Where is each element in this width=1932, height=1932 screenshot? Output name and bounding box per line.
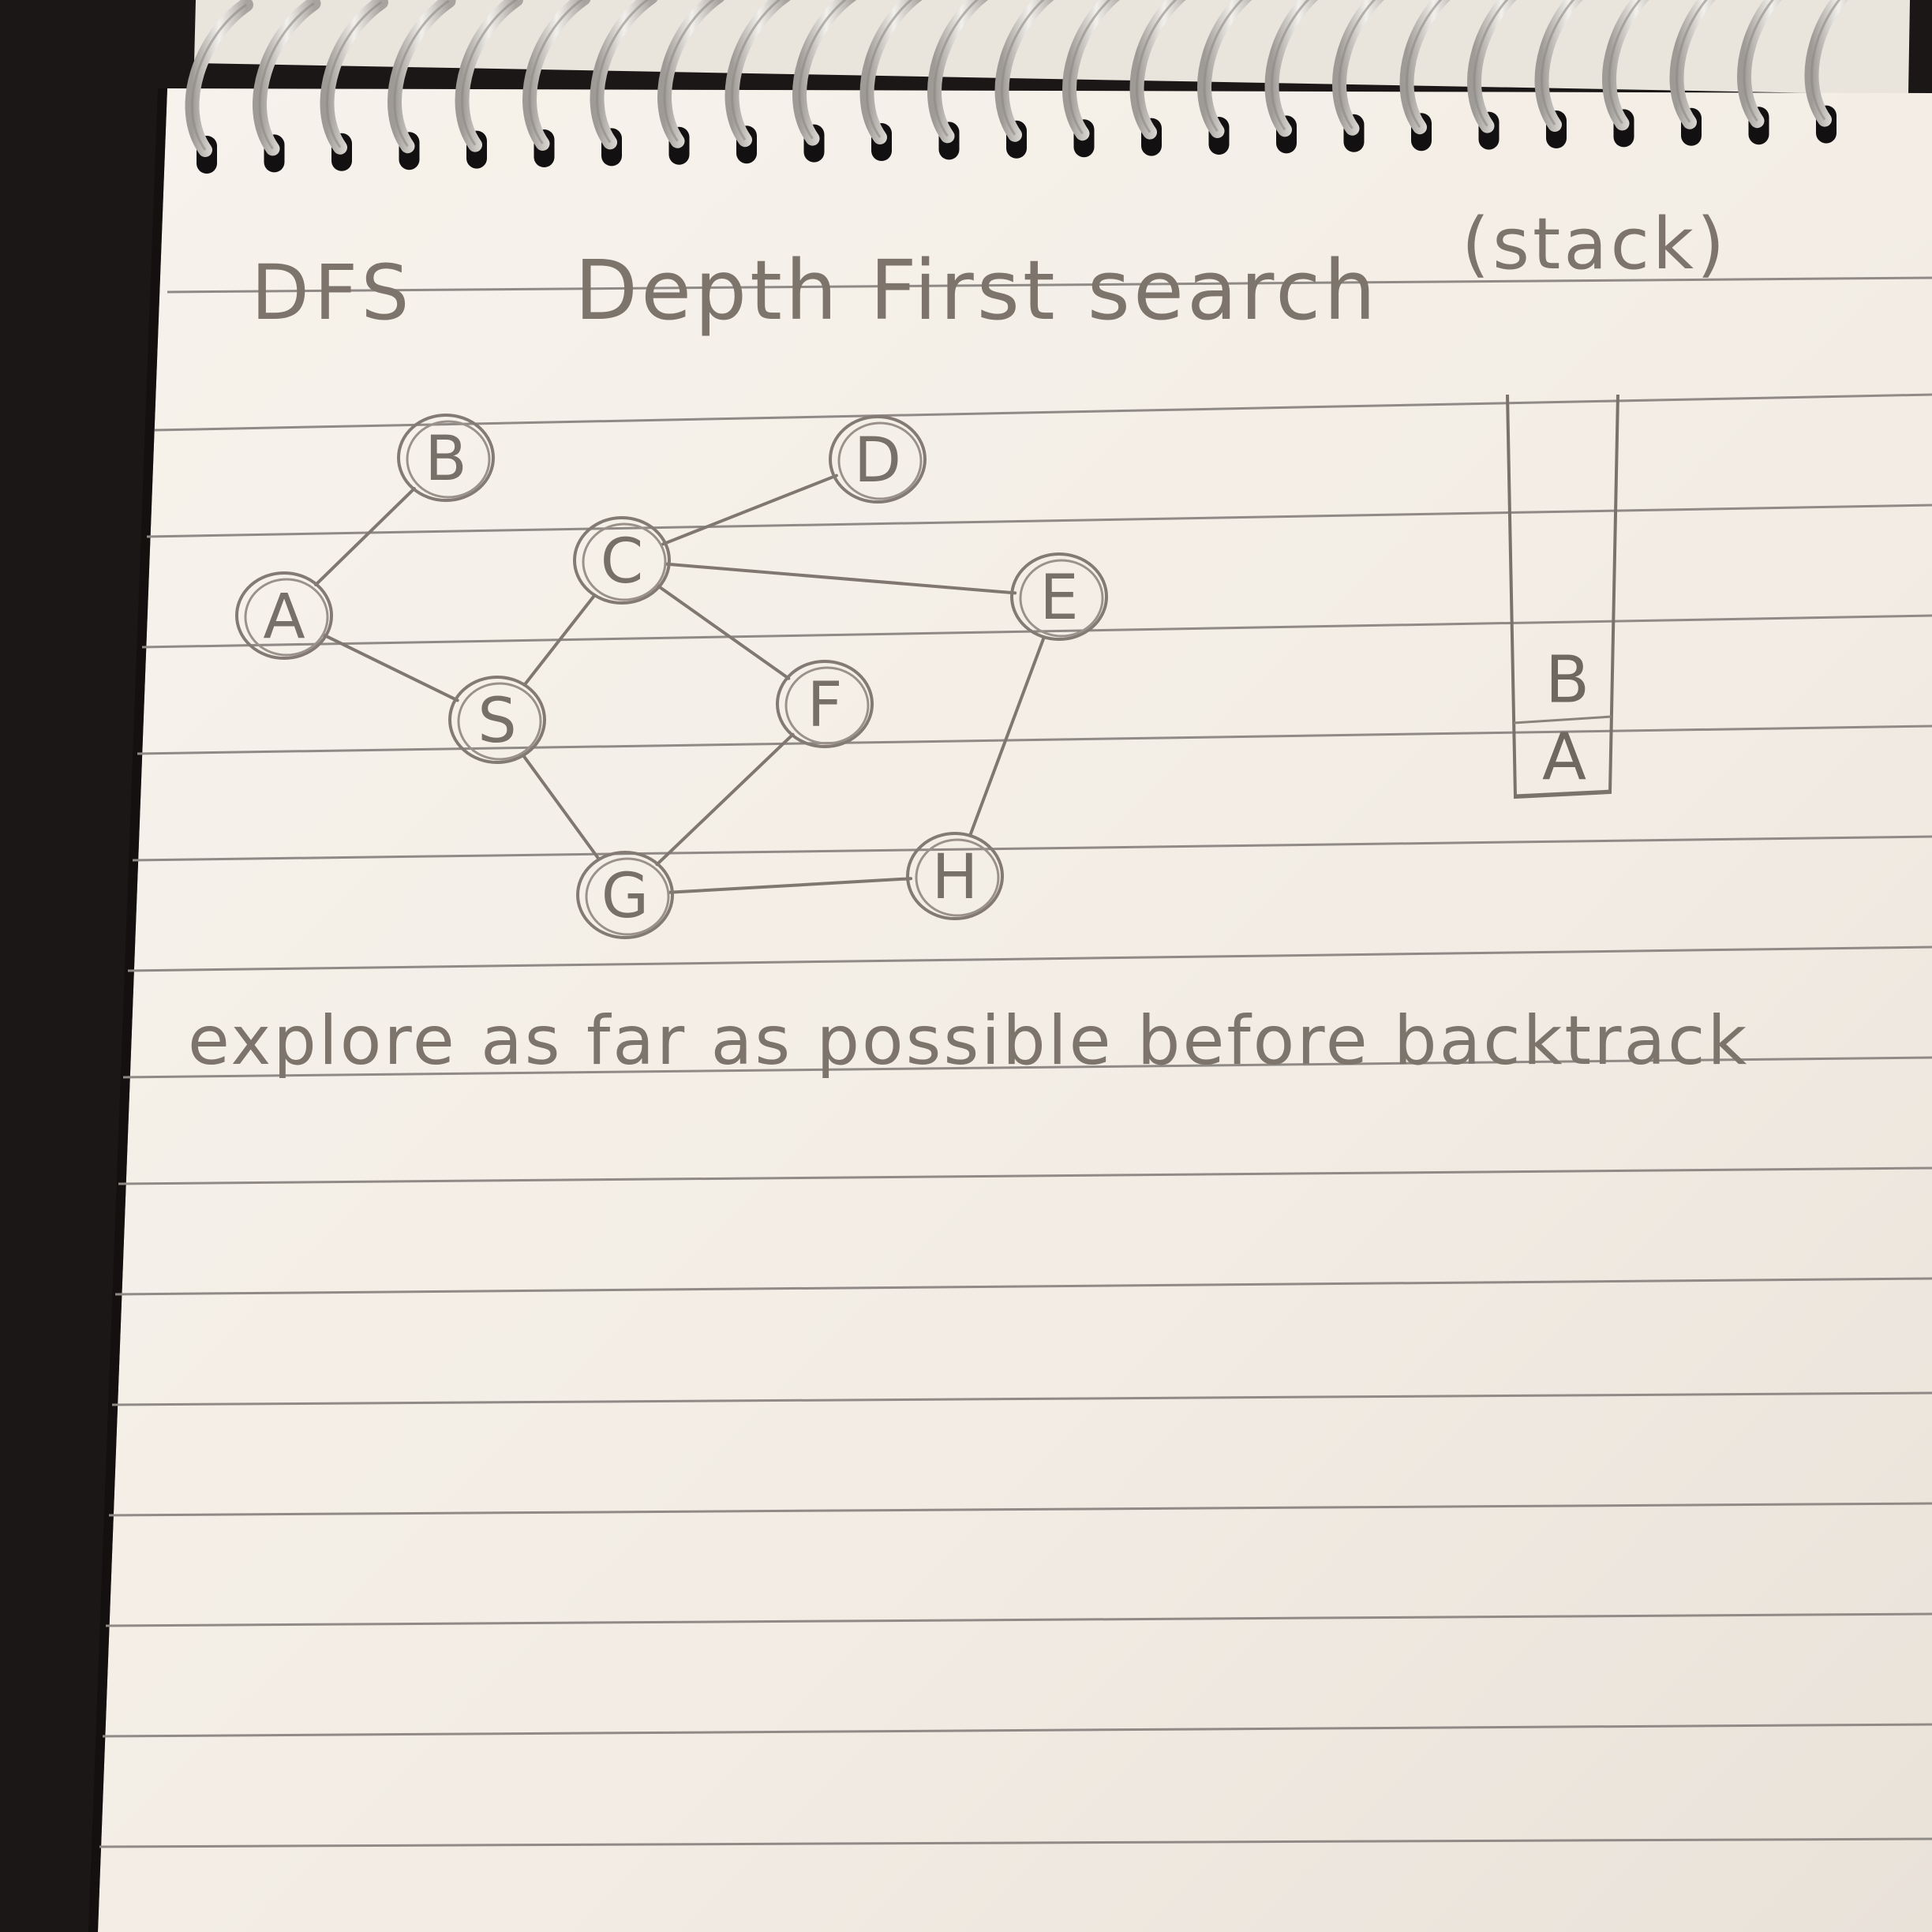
node-C: C	[573, 516, 671, 605]
stack-base	[1515, 789, 1612, 797]
stack-item-bottom: A	[1542, 721, 1586, 796]
node-A-circle	[235, 571, 333, 660]
edge-A-S	[322, 633, 459, 702]
graph-edges	[314, 474, 1046, 894]
node-S-circle	[448, 676, 546, 764]
ruled-line	[108, 1502, 1932, 1517]
ruled-line	[122, 1056, 1932, 1079]
ruled-lines	[99, 276, 1932, 1848]
node-H: H	[906, 832, 1004, 920]
edge-C-E	[664, 562, 1017, 595]
node-G-circle	[576, 851, 674, 939]
ruled-line	[127, 945, 1932, 972]
edge-C-F	[656, 584, 791, 680]
notebook-page	[98, 88, 1932, 1932]
node-G: G	[576, 851, 674, 939]
node-E-label: E	[1039, 563, 1078, 634]
edge-E-H	[968, 636, 1046, 837]
node-F-label: F	[807, 670, 843, 741]
ruled-line	[137, 724, 1932, 755]
node-G-label: G	[601, 861, 649, 932]
ruled-line	[102, 1723, 1932, 1738]
stack-diagram: B A	[1506, 394, 1619, 799]
node-S-label: S	[477, 686, 517, 757]
ruled-line	[146, 504, 1932, 538]
node-E: E	[1010, 552, 1108, 641]
spiral-binding	[185, 0, 1848, 157]
node-H-label: H	[932, 842, 979, 913]
edge-C-D	[661, 474, 838, 546]
ruled-line	[105, 1612, 1932, 1627]
node-D-circle	[829, 415, 927, 504]
edge-A-B	[314, 487, 416, 586]
node-B-circle	[397, 414, 495, 502]
ruled-line	[141, 614, 1932, 649]
stack-container	[1506, 394, 1619, 799]
heading-title: Depth First search	[575, 242, 1379, 339]
node-B-label: B	[425, 424, 467, 495]
node-A-label: A	[263, 582, 305, 653]
node-F: F	[776, 660, 874, 748]
node-C-label: C	[601, 526, 643, 597]
edge-S-C	[522, 593, 597, 687]
node-E-circle	[1010, 552, 1108, 641]
node-B: B	[397, 414, 495, 502]
graph-nodes: A B C D E S F G H	[235, 414, 1108, 939]
ruled-line	[132, 835, 1932, 862]
edge-S-G	[522, 754, 601, 861]
node-S: S	[448, 676, 546, 764]
node-A: A	[235, 571, 333, 660]
heading-abbrev: DFS	[251, 249, 414, 337]
node-C-circle	[573, 516, 671, 605]
ruled-line	[154, 393, 1932, 432]
heading-note: (stack)	[1462, 203, 1728, 286]
node-F-circle	[776, 660, 874, 748]
footnote-text: explore as far as possible before backtr…	[188, 1002, 1749, 1080]
ruled-line	[114, 1277, 1932, 1296]
edge-F-G	[655, 732, 795, 867]
ruled-line	[118, 1166, 1932, 1185]
node-D-label: D	[854, 425, 901, 496]
ruled-line	[99, 1837, 1932, 1848]
node-H-circle	[906, 832, 1004, 920]
edge-G-H	[667, 877, 913, 894]
ruled-line	[111, 1391, 1932, 1406]
ruled-line	[167, 276, 1932, 294]
stack-divider	[1513, 715, 1612, 724]
graph-diagram: A B C D E S F G H	[235, 414, 1108, 939]
stack-item-top: B	[1545, 643, 1589, 718]
node-D: D	[829, 415, 927, 504]
